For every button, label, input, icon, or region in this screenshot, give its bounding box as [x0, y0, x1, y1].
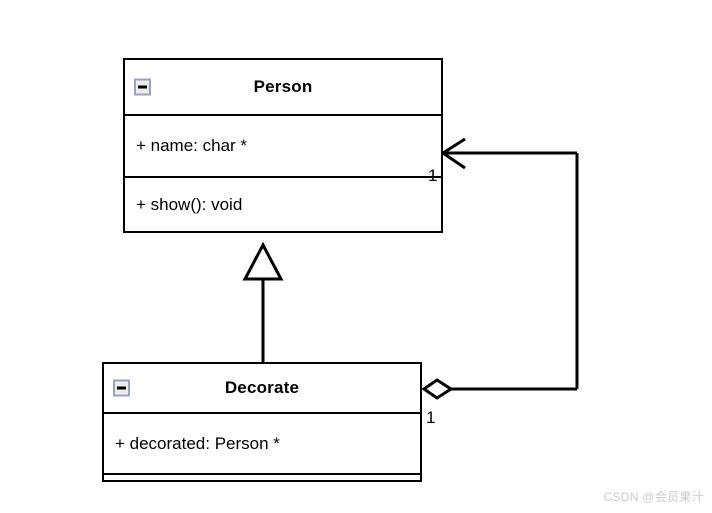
multiplicity-label-decorate: 1	[426, 408, 436, 427]
decorate-attribute: + decorated: Person *	[115, 433, 280, 453]
hollow-diamond-arrowhead	[421, 378, 454, 400]
decorate-class-name: Decorate	[224, 378, 300, 398]
person-attribute: + name: char *	[136, 135, 248, 155]
decorate-operations-compartment	[104, 473, 420, 480]
decorate-title-compartment: Decorate	[104, 364, 420, 412]
hollow-triangle-arrowhead	[242, 241, 284, 281]
minus-icon[interactable]	[113, 379, 130, 397]
multiplicity-label-person: 1	[428, 166, 438, 185]
person-operation: + show(): void	[136, 194, 243, 214]
aggregation-connector	[421, 137, 579, 400]
open-arrowhead	[440, 137, 466, 170]
person-class-name: Person	[253, 76, 313, 96]
person-attributes-compartment: + name: char *	[125, 113, 441, 177]
generalization-connector	[242, 241, 284, 362]
minus-icon[interactable]	[134, 78, 151, 96]
uml-class-decorate[interactable]: Decorate + decorated: Person *	[102, 362, 422, 482]
watermark-text: CSDN @会员果汁	[603, 490, 704, 504]
person-operations-compartment: + show(): void	[125, 176, 441, 231]
uml-class-person[interactable]: Person + name: char * + show(): void	[123, 58, 443, 233]
decorate-attributes-compartment: + decorated: Person *	[104, 412, 420, 473]
person-title-compartment: Person	[125, 60, 441, 114]
